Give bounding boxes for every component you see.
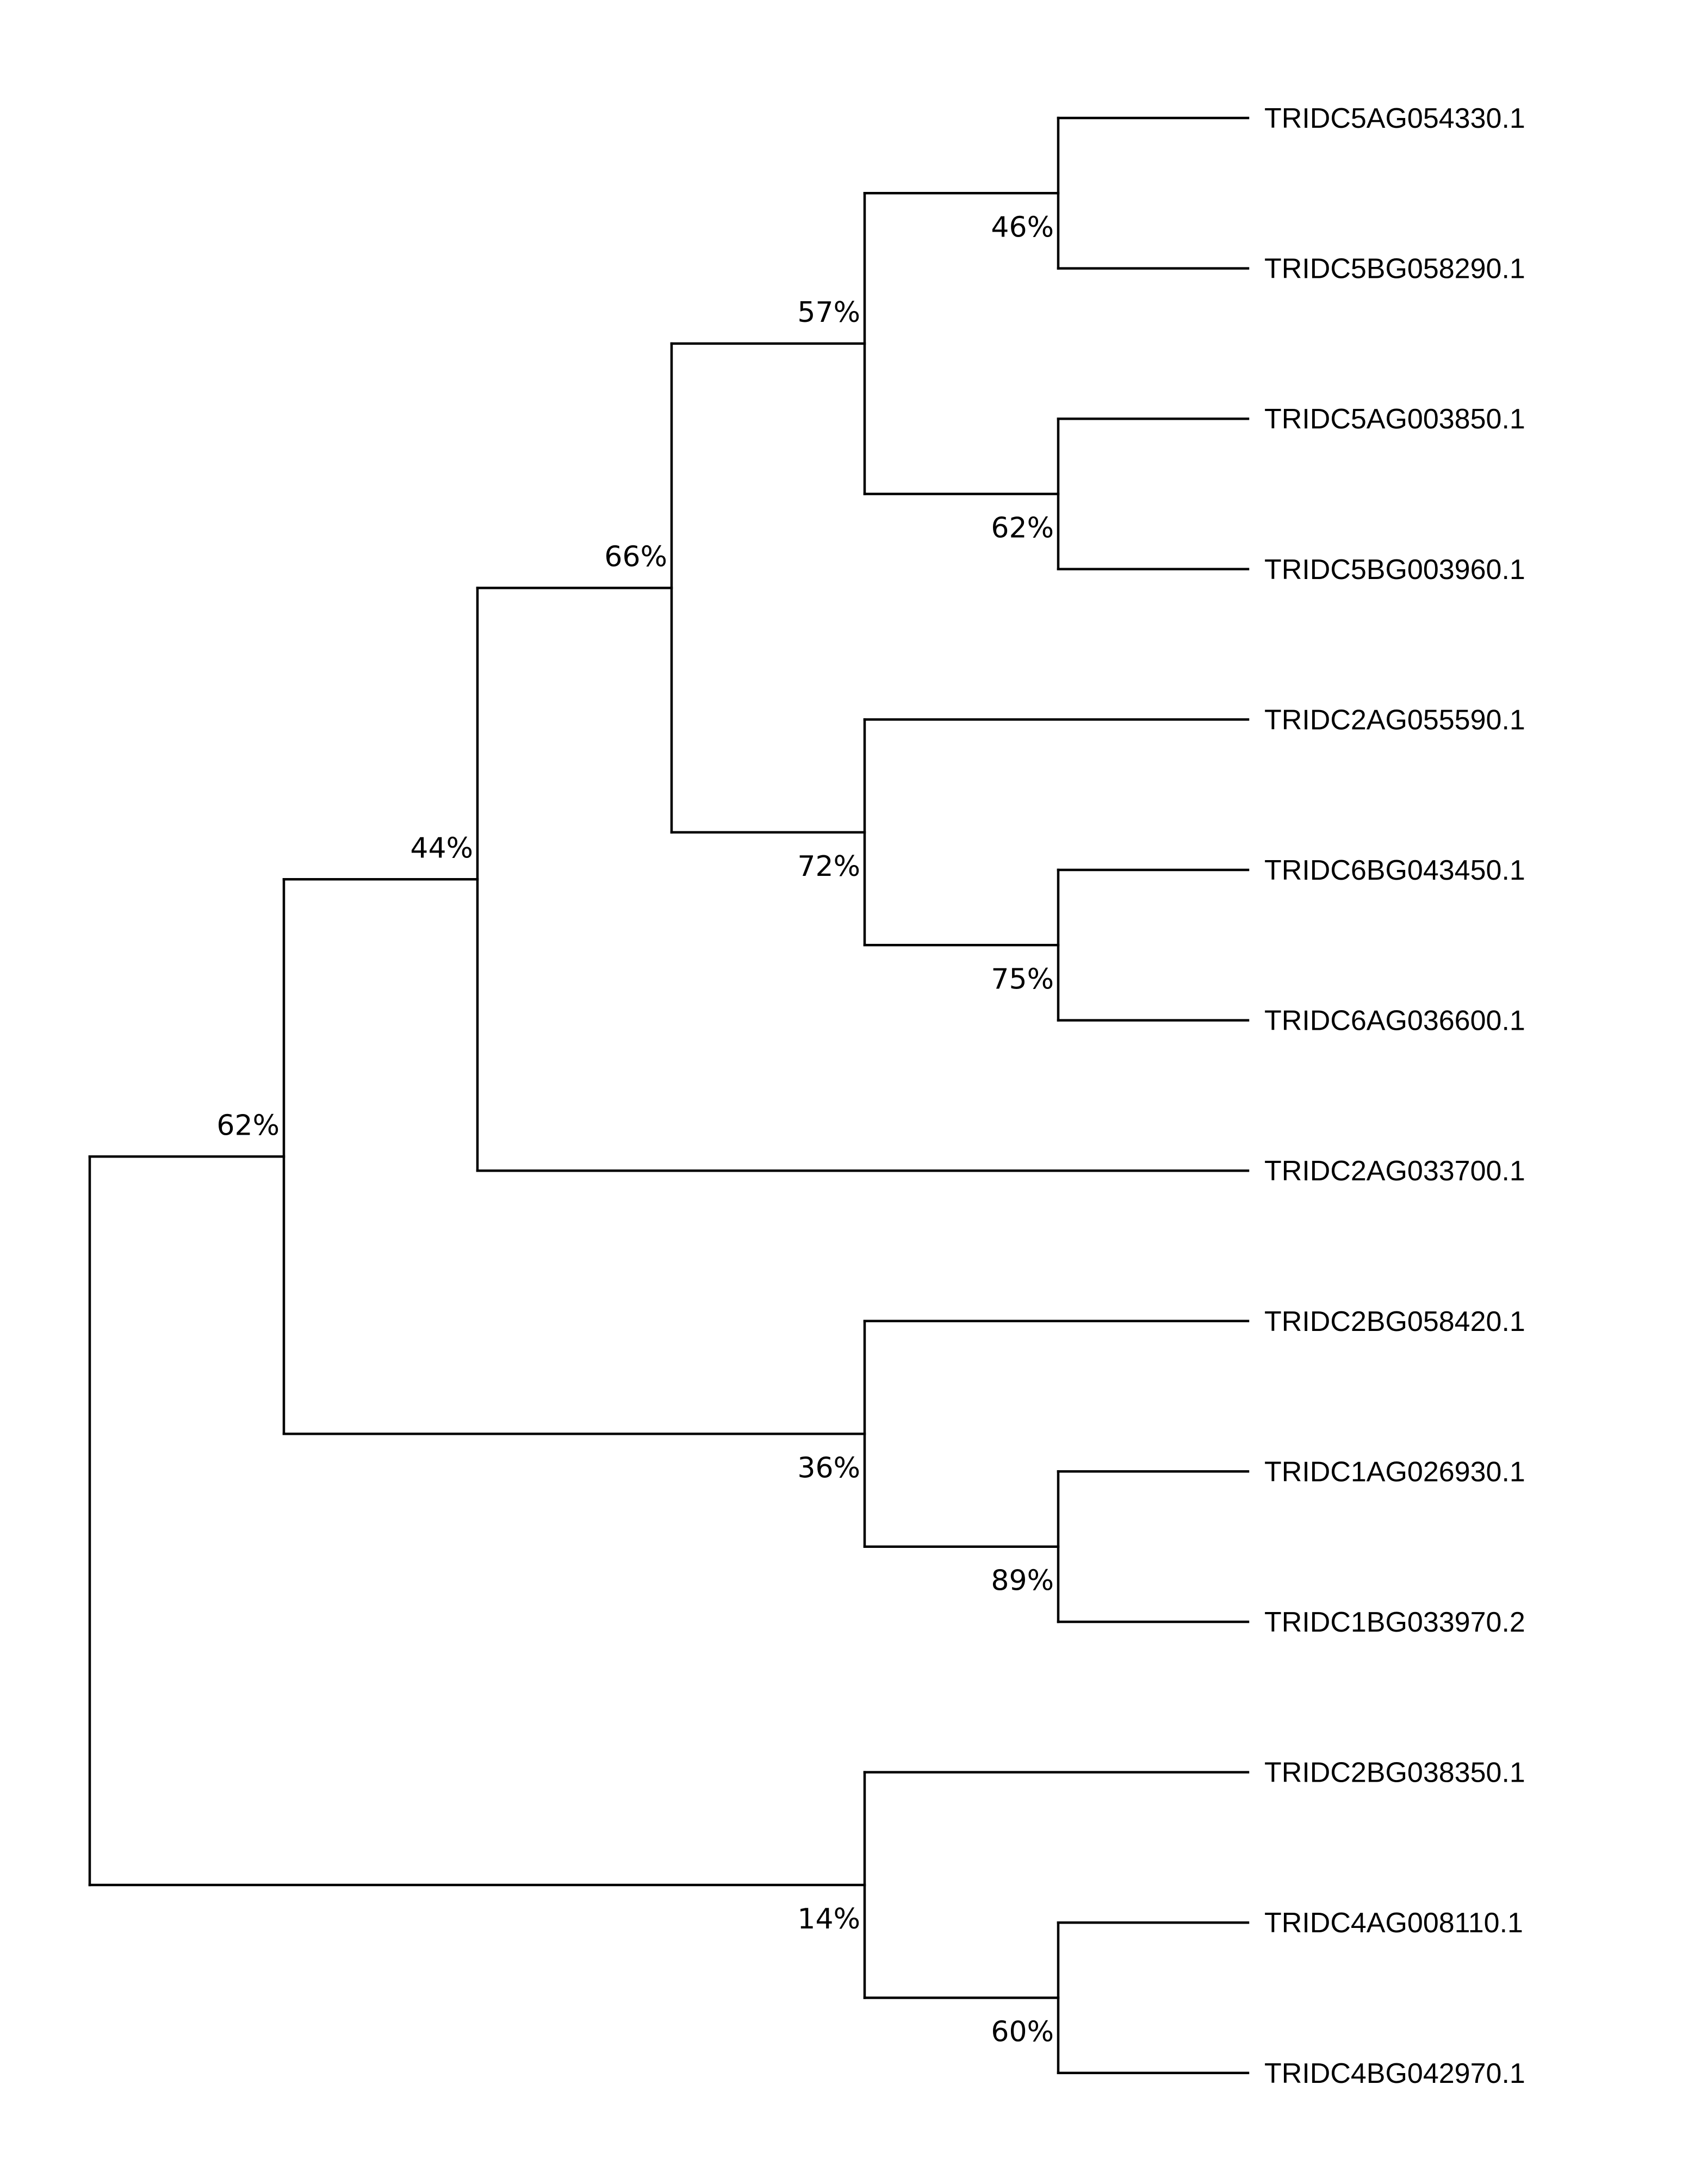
support-value-n14: 14% <box>797 1903 860 1936</box>
support-value-n72: 72% <box>797 850 860 883</box>
leaf-label: TRIDC1AG026930.1 <box>1264 1456 1525 1488</box>
leaf-label: TRIDC4BG042970.1 <box>1264 2058 1525 2089</box>
leaf-label: TRIDC2AG055590.1 <box>1264 704 1525 736</box>
leaf-label: TRIDC1BG033970.2 <box>1264 1607 1525 1638</box>
support-value-n62b: 62% <box>216 1109 280 1142</box>
leaf-label: TRIDC5BG058290.1 <box>1264 253 1525 285</box>
support-value-n57: 57% <box>797 296 860 329</box>
leaf-label: TRIDC2AG033700.1 <box>1264 1155 1525 1187</box>
support-value-n66: 66% <box>604 540 667 573</box>
support-value-n60: 60% <box>991 2016 1054 2049</box>
leaf-label: TRIDC4AG008110.1 <box>1264 1907 1523 1939</box>
leaf-label: TRIDC6AG036600.1 <box>1264 1005 1525 1037</box>
leaf-label: TRIDC2BG058420.1 <box>1264 1306 1525 1337</box>
support-value-n75: 75% <box>991 963 1054 995</box>
leaf-label: TRIDC5AG054330.1 <box>1264 103 1525 134</box>
support-value-n46: 46% <box>991 211 1054 244</box>
leaf-label: TRIDC5AG003850.1 <box>1264 403 1525 435</box>
leaf-label: TRIDC5BG003960.1 <box>1264 554 1525 586</box>
support-value-n62a: 62% <box>991 512 1054 545</box>
leaf-label: TRIDC6BG043450.1 <box>1264 855 1525 886</box>
support-value-n89: 89% <box>991 1565 1054 1597</box>
leaf-label: TRIDC2BG038350.1 <box>1264 1757 1525 1789</box>
support-value-n44: 44% <box>410 832 473 864</box>
support-value-n36: 36% <box>797 1452 860 1484</box>
